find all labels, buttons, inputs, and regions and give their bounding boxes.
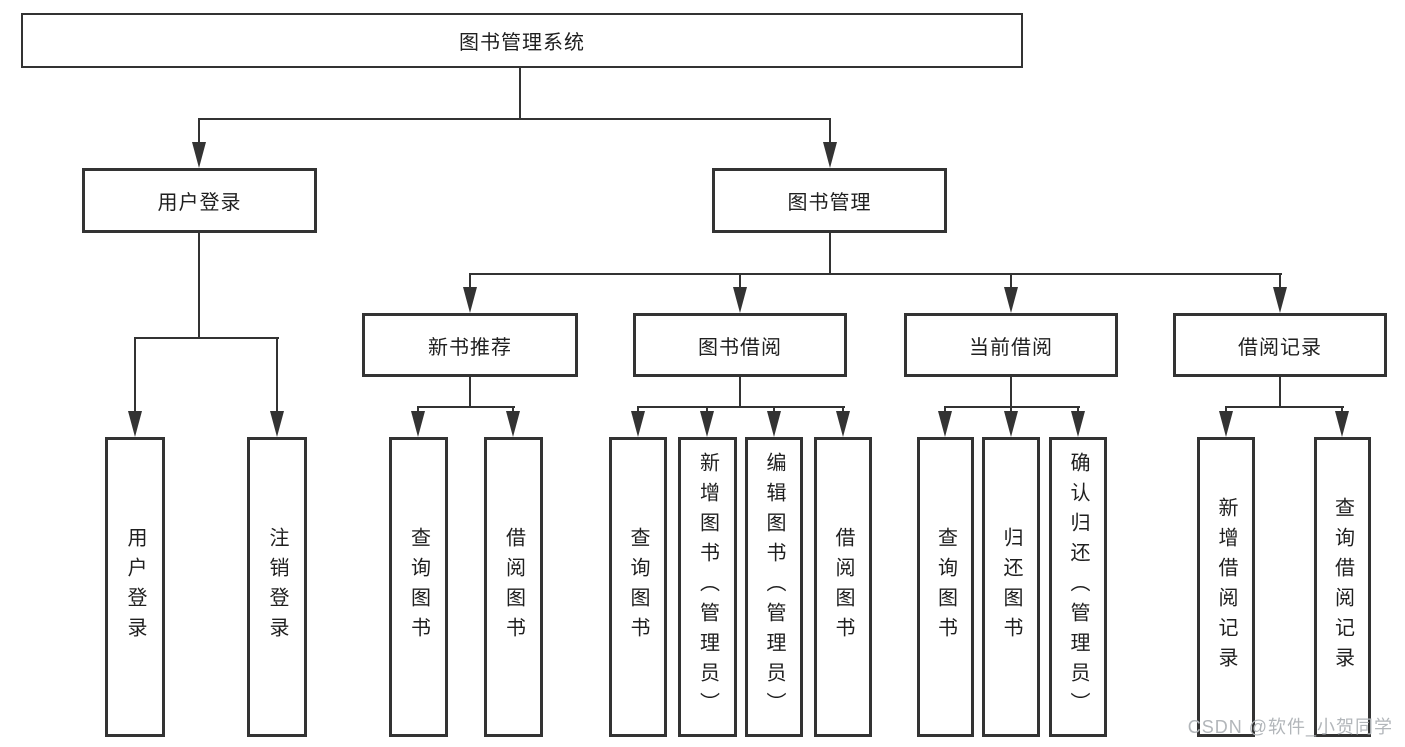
node-label: 查询图书	[934, 527, 957, 647]
connector-line	[1010, 377, 1012, 408]
connector-line	[198, 118, 200, 145]
arrowhead-icon	[1004, 411, 1018, 437]
connector-line	[739, 273, 741, 289]
connector-line	[829, 233, 831, 275]
leaf-query-books-borrow: 查询图书	[609, 437, 667, 737]
arrowhead-icon	[836, 411, 850, 437]
csdn-watermark: CSDN @软件_小贺同学	[1187, 717, 1393, 737]
connector-line	[1225, 406, 1227, 413]
leaf-user-login: 用户登录	[105, 437, 165, 737]
connector-line	[469, 273, 1282, 275]
node-label: 编辑图书（管理员）	[763, 452, 785, 722]
connector-line	[842, 406, 844, 413]
leaf-logout: 注销登录	[247, 437, 307, 737]
connector-line	[1279, 273, 1281, 289]
node-label: 借阅图书	[502, 527, 525, 647]
node-label: 用户登录	[157, 192, 242, 214]
arrowhead-icon	[270, 411, 284, 437]
connector-line	[469, 273, 471, 289]
leaf-return-books: 归还图书	[982, 437, 1040, 737]
node-label: 查询借阅记录	[1331, 497, 1354, 677]
node-label: 查询图书	[407, 527, 430, 647]
leaf-edit-books-admin: 编辑图书（管理员）	[745, 437, 803, 737]
connector-line	[1010, 273, 1012, 289]
connector-line	[1225, 406, 1344, 408]
arrowhead-icon	[192, 142, 206, 168]
connector-line	[417, 406, 419, 413]
connector-line	[1279, 377, 1281, 408]
arrowhead-icon	[938, 411, 952, 437]
node-label: 新增图书（管理员）	[696, 452, 719, 722]
node-label: 图书借阅	[698, 336, 782, 359]
arrowhead-icon	[733, 287, 747, 313]
leaf-query-books-recommend: 查询图书	[389, 437, 448, 737]
node-label: 新书推荐	[428, 336, 512, 359]
arrowhead-icon	[1004, 287, 1018, 313]
node-label: 借阅记录	[1238, 336, 1322, 359]
connector-line	[519, 68, 521, 120]
connector-line	[198, 118, 831, 120]
connector-line	[469, 377, 471, 408]
leaf-query-books-current: 查询图书	[917, 437, 974, 737]
leaf-borrow-books-recommend: 借阅图书	[484, 437, 543, 737]
node-label: 用户登录	[124, 527, 146, 647]
node-label: 归还图书	[1000, 527, 1022, 647]
arrowhead-icon	[128, 411, 142, 437]
node-new-book-recommendation: 新书推荐	[362, 313, 578, 377]
arrowhead-icon	[463, 287, 477, 313]
connector-line	[1341, 406, 1343, 413]
leaf-add-books-admin: 新增图书（管理员）	[678, 437, 737, 737]
arrowhead-icon	[823, 142, 837, 168]
node-label: 注销登录	[266, 527, 288, 647]
arrowhead-icon	[1335, 411, 1349, 437]
connector-line	[739, 377, 741, 408]
connector-line	[512, 406, 514, 413]
node-user-login: 用户登录	[82, 168, 317, 233]
node-label: 借阅图书	[832, 527, 854, 647]
connector-line	[134, 337, 279, 339]
connector-line	[1077, 406, 1079, 413]
leaf-add-borrow-record: 新增借阅记录	[1197, 437, 1255, 737]
connector-line	[773, 406, 775, 413]
connector-line	[944, 406, 1080, 408]
connector-line	[944, 406, 946, 413]
node-label: 当前借阅	[969, 336, 1053, 359]
node-borrowing-records: 借阅记录	[1173, 313, 1387, 377]
arrowhead-icon	[631, 411, 645, 437]
node-book-borrowing: 图书借阅	[633, 313, 847, 377]
arrowhead-icon	[1219, 411, 1233, 437]
connector-line	[637, 406, 639, 413]
connector-line	[134, 337, 136, 413]
connector-line	[829, 118, 831, 145]
leaf-confirm-return-admin: 确认归还（管理员）	[1049, 437, 1107, 737]
leaf-query-borrow-record: 查询借阅记录	[1314, 437, 1371, 737]
node-label: 图书管理系统	[459, 32, 585, 54]
connector-line	[417, 406, 515, 408]
arrowhead-icon	[767, 411, 781, 437]
leaf-borrow-books: 借阅图书	[814, 437, 872, 737]
node-label: 查询图书	[627, 527, 649, 647]
node-label: 确认归还（管理员）	[1067, 452, 1089, 722]
connector-line	[276, 337, 278, 413]
connector-line	[637, 406, 845, 408]
connector-line	[706, 406, 708, 413]
node-current-borrowing: 当前借阅	[904, 313, 1118, 377]
arrowhead-icon	[411, 411, 425, 437]
node-book-management: 图书管理	[712, 168, 947, 233]
node-library-management-system: 图书管理系统	[21, 13, 1023, 68]
node-label: 图书管理	[787, 192, 872, 214]
connector-line	[1010, 406, 1012, 413]
arrowhead-icon	[700, 411, 714, 437]
node-label: 新增借阅记录	[1215, 497, 1237, 677]
arrowhead-icon	[1273, 287, 1287, 313]
arrowhead-icon	[1071, 411, 1085, 437]
connector-line	[198, 233, 200, 339]
arrowhead-icon	[506, 411, 520, 437]
